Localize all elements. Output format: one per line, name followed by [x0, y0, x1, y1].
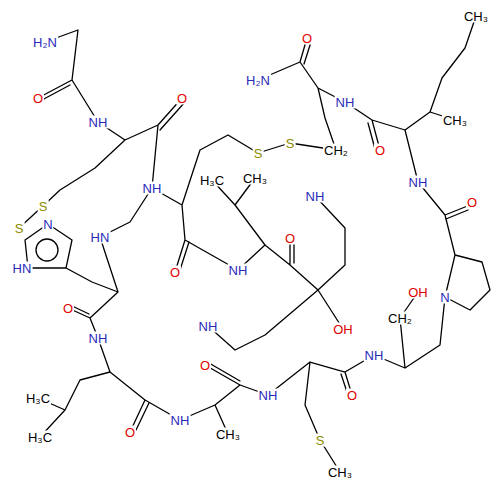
atom-label: N: [439, 291, 450, 304]
atom-label: NH: [88, 116, 109, 129]
atom-label: O: [169, 266, 181, 279]
atom-label: H₃C: [27, 431, 53, 444]
atom-label: NH: [335, 96, 356, 109]
atom-label: CH₂: [387, 312, 413, 325]
atom-label: S: [315, 434, 326, 447]
atom-label: CH₂: [323, 144, 349, 157]
atom-label: O: [32, 92, 44, 105]
atom-label: HN: [90, 231, 111, 244]
atom-label: NH: [258, 389, 279, 402]
atom-label: O: [62, 302, 74, 315]
atom-label: S: [285, 137, 296, 150]
atom-label: NH: [408, 176, 429, 189]
atom-label: H₃C: [199, 174, 225, 187]
atom-label: O: [301, 32, 313, 45]
atom-label: NH: [170, 414, 191, 427]
atom-label: O: [284, 232, 296, 245]
atom-label: S: [38, 200, 49, 213]
atom-label: CH₃: [463, 10, 489, 23]
double-bond-lines: [42, 42, 468, 430]
atom-label: HN: [12, 262, 33, 275]
atom-label: O: [124, 426, 136, 439]
atom-label: O: [199, 359, 211, 372]
atom-label: S: [253, 147, 264, 160]
atom-label: NH: [228, 264, 249, 277]
aromatic-ring-circle: [36, 239, 58, 261]
atom-label: CH₃: [442, 114, 468, 127]
atom-label: CH₃: [215, 428, 241, 441]
atom-label: O: [176, 92, 188, 105]
atom-label: O: [466, 196, 478, 209]
atom-label: S: [14, 222, 25, 235]
atom-label: OH: [332, 323, 354, 336]
atom-label: O: [346, 389, 358, 402]
atom-label: O: [374, 144, 386, 157]
atom-label: CH₃: [242, 172, 268, 185]
atom-label: H₃C: [25, 392, 51, 405]
atom-label: H₂N: [32, 36, 58, 49]
atom-label: H₂N: [245, 74, 271, 87]
atom-label: NH: [305, 190, 326, 203]
atom-label: NH: [142, 182, 163, 195]
atom-label: N: [42, 218, 53, 231]
atom-label: CH₃: [327, 466, 353, 479]
atom-label: NH: [364, 349, 385, 362]
atom-label: OH: [407, 286, 429, 299]
atom-label: NH: [198, 320, 219, 333]
atom-label: NH: [88, 332, 109, 345]
single-bonds: [19, 16, 490, 472]
